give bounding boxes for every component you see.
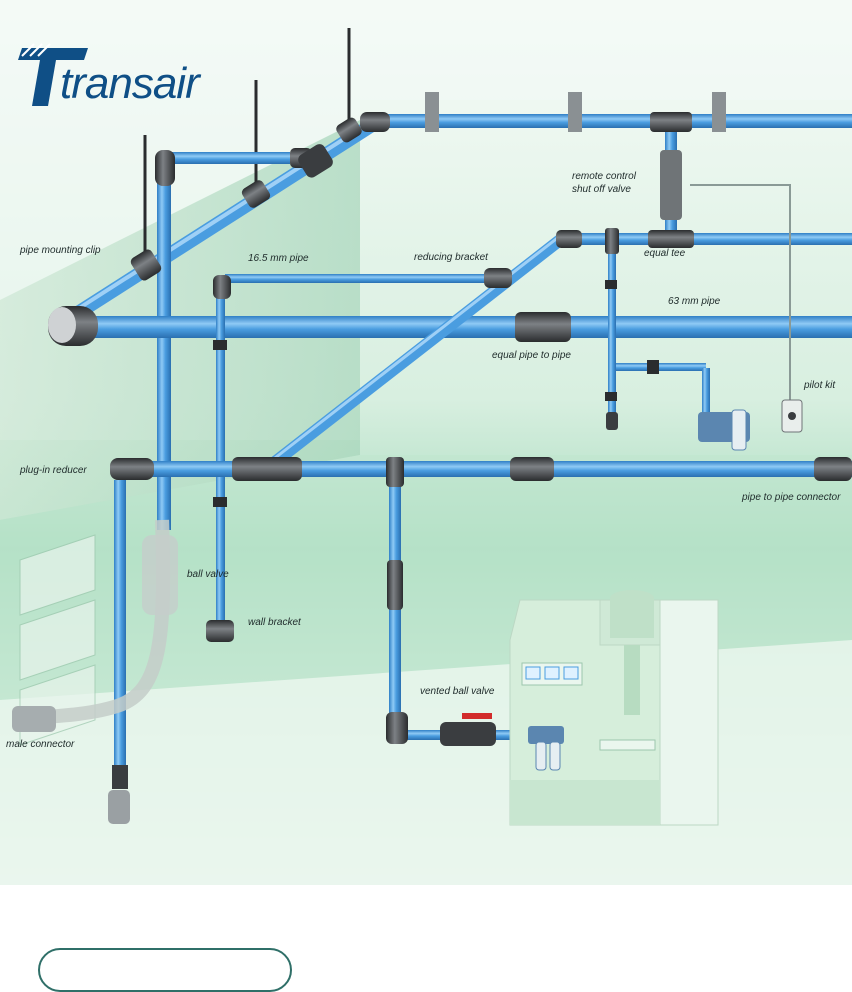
label-equal-pipe-to-pipe: equal pipe to pipe: [492, 350, 571, 361]
label-pipe-to-pipe-connector: pipe to pipe connector: [742, 492, 841, 503]
pipe-to-pipe-connector-fitting: [814, 457, 852, 481]
lower-diagonal-pipe: [271, 235, 564, 467]
pilot-line: [690, 184, 791, 400]
short-branch-pipe: [170, 152, 290, 164]
label-plug-in-reducer: plug-in reducer: [20, 465, 87, 476]
top-ceiling-pipe: [380, 114, 852, 128]
ball-valve-fitting: [142, 535, 178, 615]
label-wall-bracket: wall bracket: [248, 617, 301, 628]
label-reducing-bracket: reducing bracket: [414, 252, 488, 263]
label-vented-ball-valve: vented ball valve: [420, 686, 495, 697]
equal-pipe-to-pipe-fitting: [515, 312, 571, 342]
equal-tee-branch: [570, 233, 852, 245]
pipe-16-5mm-drop: [216, 285, 225, 625]
equal-tee-fitting: [648, 230, 694, 248]
silencer: [108, 790, 130, 824]
fittings: [12, 92, 852, 824]
label-male-connector: male connector: [6, 739, 75, 750]
ceiling-rods: [143, 28, 351, 262]
label-shut-off-valve: shut off valve: [572, 184, 631, 195]
plug-in-reducer-fitting: [110, 458, 154, 480]
left-drop-pipe: [157, 170, 171, 530]
pipe-16-5mm: [225, 274, 505, 283]
label-remote-control: remote control: [572, 171, 636, 182]
machine: [509, 590, 719, 826]
label-pipe-mounting-clip: pipe mounting clip: [20, 245, 101, 256]
plug-in-drop: [114, 480, 126, 770]
drop-to-fitting: [608, 245, 616, 415]
transair-logo-icon: [18, 43, 88, 106]
label-equal-tee: equal tee: [644, 248, 686, 259]
bottom-action-button[interactable]: [38, 948, 292, 992]
label-63mm-pipe: 63 mm pipe: [668, 296, 721, 307]
distribution-pipe: [125, 461, 852, 477]
reducing-bracket-fitting: [484, 268, 512, 288]
wall-bracket-fitting: [206, 620, 234, 642]
label-ball-valve: ball valve: [187, 569, 229, 580]
brand-name: transair: [60, 59, 200, 108]
label-pilot-kit: pilot kit: [804, 380, 836, 391]
machine-frl-unit: [528, 726, 564, 744]
male-connector-fitting: [12, 706, 56, 732]
main-63mm-pipe: [90, 316, 852, 338]
label-16-5mm-pipe: 16.5 mm pipe: [248, 253, 309, 264]
vented-ball-valve: [440, 722, 496, 746]
pipe-installation-diagram: [0, 0, 852, 885]
